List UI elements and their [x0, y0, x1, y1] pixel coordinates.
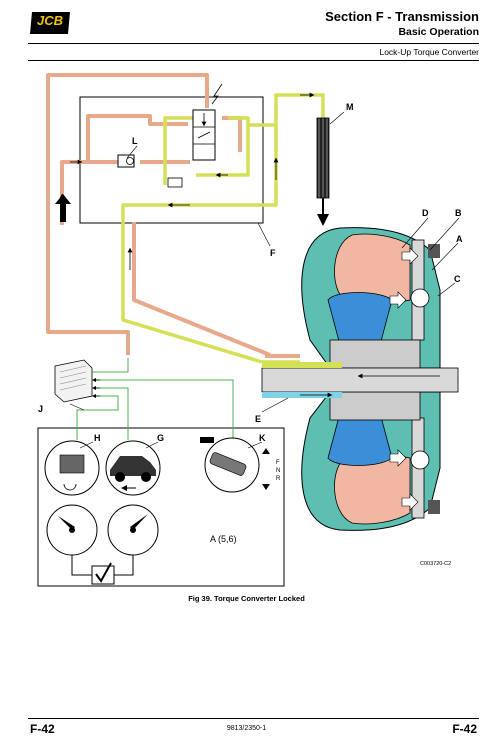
selector-reverse: R — [276, 476, 281, 482]
valve-drain-port — [168, 178, 182, 187]
wire-arrows — [94, 380, 100, 396]
label-d: D — [422, 208, 429, 218]
converter-hub-upper — [330, 340, 420, 368]
label-h: H — [94, 433, 101, 443]
label-f: F — [270, 248, 276, 258]
wire-to-solenoid — [92, 358, 128, 372]
label-e: E — [255, 414, 261, 424]
clutch-bearing-lower — [411, 451, 429, 469]
input-shaft — [262, 368, 458, 392]
page-number-right: F-42 — [452, 722, 477, 736]
label-l: L — [132, 136, 138, 146]
cooler-outflow-arrow — [317, 214, 329, 226]
lockup-pipes — [123, 95, 323, 362]
torque-converter — [262, 228, 458, 531]
vehicle-speed-sensor-g — [106, 441, 160, 495]
flow-direction-arrow — [55, 194, 71, 222]
solenoid-l — [118, 155, 134, 167]
selector-switch-icon — [200, 437, 214, 443]
label-b: B — [455, 208, 462, 218]
clutch-piston-lower — [428, 500, 440, 514]
valve-drain-line — [222, 118, 240, 152]
lockup-oil-passage — [262, 362, 342, 368]
engine-speed-sensor-h — [45, 441, 99, 495]
clutch-bearing-upper — [411, 289, 429, 307]
electrical-signal-icon — [212, 84, 222, 104]
converter-feed-line — [134, 222, 270, 355]
footer-rule — [28, 718, 479, 719]
selector-down-icon — [262, 484, 270, 490]
pressure-to-valve — [88, 116, 188, 162]
document-number: 9813/2350-1 — [0, 725, 493, 732]
selector-neutral: N — [276, 468, 280, 474]
label-a: A — [456, 234, 463, 244]
label-g: G — [157, 433, 164, 443]
stator-upper — [328, 293, 392, 346]
gauge-right — [108, 505, 158, 555]
match-check-box — [92, 566, 114, 584]
selector-up-icon — [262, 448, 270, 454]
engine-icon — [60, 455, 84, 473]
clutch-piston-upper — [428, 244, 440, 258]
selector-forward: F — [276, 460, 280, 466]
label-k: K — [259, 433, 266, 443]
oil-cooler-m — [317, 118, 329, 226]
transmission-ecu-j — [55, 360, 92, 402]
image-code: C003720-C2 — [420, 561, 451, 567]
label-j: J — [38, 404, 43, 414]
label-c: C — [454, 274, 461, 284]
figure-caption: Fig 39. Torque Converter Locked — [0, 594, 493, 603]
gauge-left — [47, 505, 97, 555]
label-m: M — [346, 102, 354, 112]
cooler-supply-line — [248, 95, 323, 125]
pressure-to-solenoid — [62, 162, 123, 225]
stator-lower — [328, 413, 392, 466]
gear-selector-k — [200, 437, 270, 492]
lockup-valve-link — [165, 118, 196, 185]
converter-hub-lower — [330, 392, 420, 420]
reference-text: A (5,6) — [210, 534, 237, 544]
